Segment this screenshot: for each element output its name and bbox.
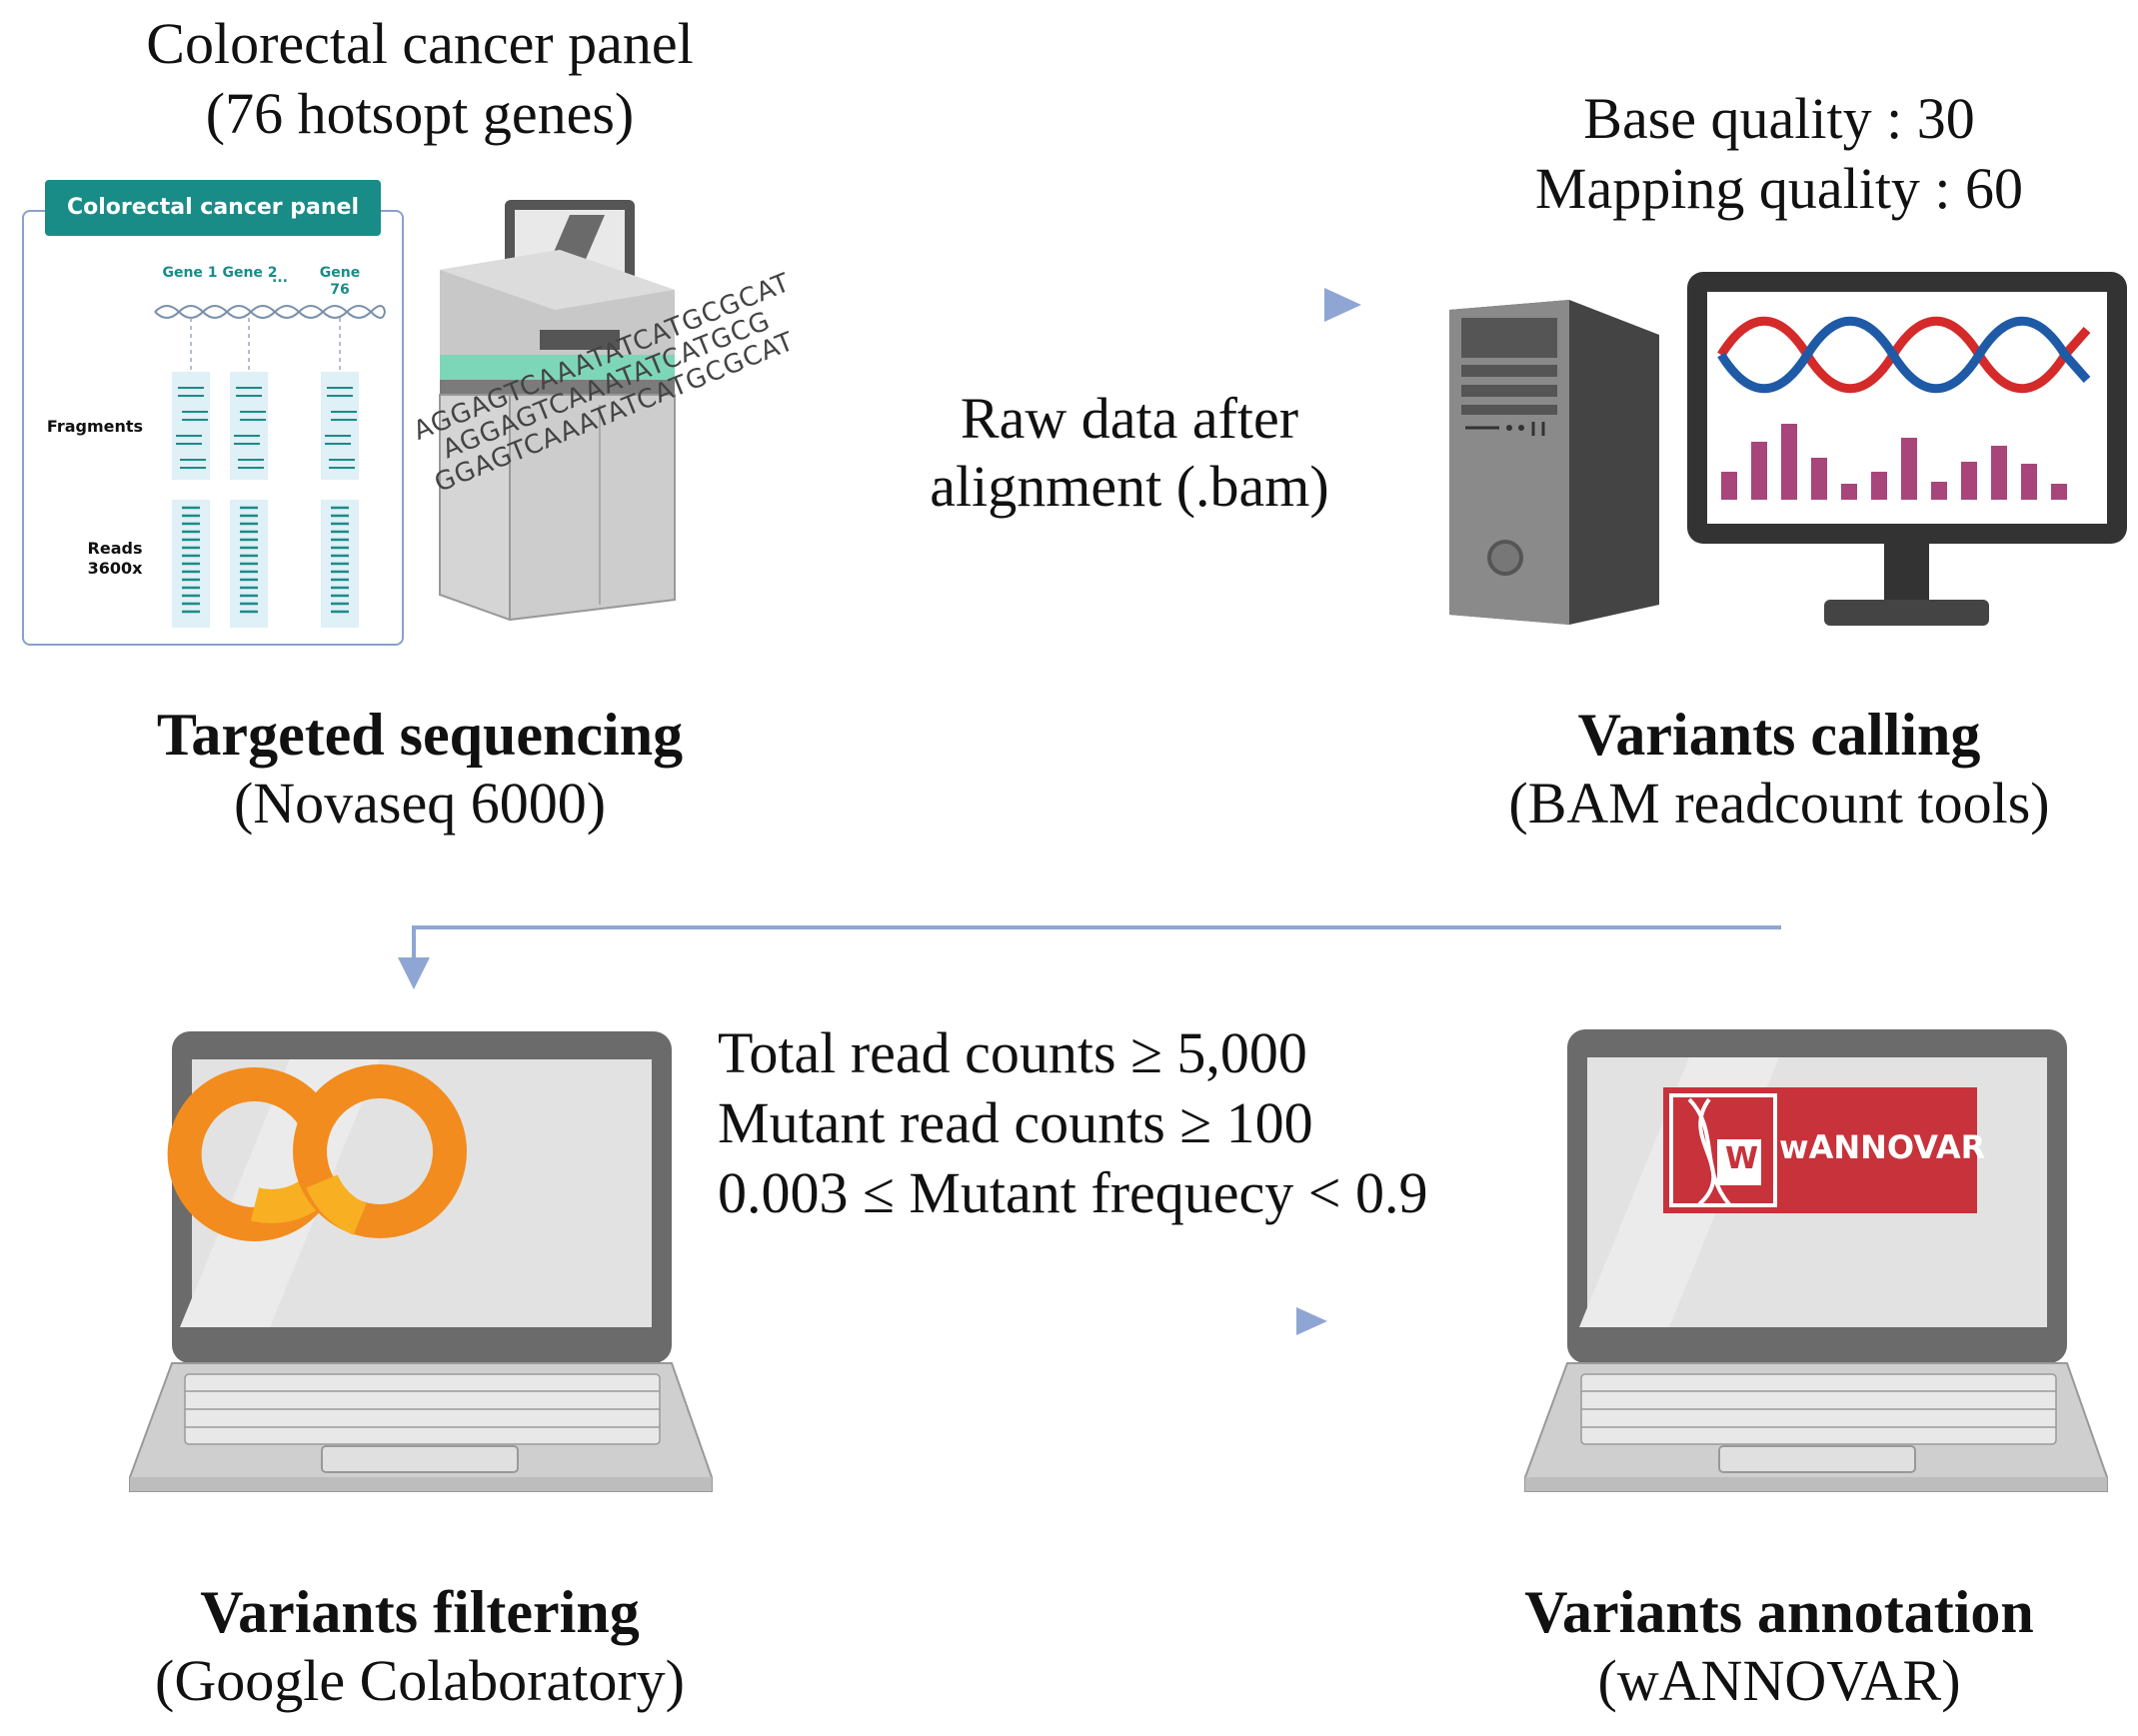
colab-logo-icon (167, 1064, 467, 1241)
step4-title: Variants annotation (1524, 1579, 2034, 1645)
monitor-bar (1751, 442, 1767, 500)
step3-subtitle: (Google Colaboratory) (155, 1648, 685, 1713)
filter-total-reads: Total read counts ≥ 5,000 (718, 1020, 1307, 1085)
monitor-bar (1811, 458, 1827, 500)
monitor-bar (1931, 482, 1947, 500)
monitor-bar (1781, 424, 1797, 500)
gene1-label: Gene 1 (162, 265, 218, 281)
dna-helix-icon (1717, 316, 2091, 394)
monitor-bar (1991, 446, 2007, 500)
base-quality: Base quality : 30 (1583, 86, 1975, 151)
wannovar-w-letter: W (1725, 1141, 1759, 1176)
reads-depth-label: 3600x (87, 559, 143, 578)
dna-sequence-text: AGGAGTCAAATATCATGCGCAT AGGAGTCAAATATCATG… (410, 263, 831, 499)
monitor-bar (2021, 464, 2037, 500)
gene76-label: Gene 76 (319, 265, 361, 298)
filter-mutant-frequency: 0.003 ≤ Mutant frequecy < 0.9 (718, 1160, 1428, 1225)
panel-subtitle: (76 hotsopt genes) (205, 81, 635, 146)
panel-card-header: Colorectal cancer panel (45, 180, 381, 236)
monitor-bar (2051, 484, 2067, 500)
arrow1-label-line2: alignment (.bam) (930, 454, 1329, 519)
panel-card-header-label: Colorectal cancer panel (66, 195, 360, 220)
gene2-label: Gene 2 (222, 265, 278, 281)
step2-title: Variants calling (1577, 702, 1981, 768)
fragments-label: Fragments (46, 417, 144, 436)
wannovar-logo-text: wANNOVAR (1779, 1128, 1986, 1166)
gene-ellipsis: ... (272, 270, 288, 286)
mapping-quality: Mapping quality : 60 (1534, 156, 2024, 221)
reads-label: Reads (87, 539, 143, 558)
panel-title: Colorectal cancer panel (146, 11, 694, 76)
monitor-bar (1841, 484, 1857, 500)
monitor-bar (1721, 472, 1737, 500)
monitor-bar (1961, 462, 1977, 500)
arrow1-label-line1: Raw data after (960, 386, 1299, 451)
monitor-icon (1687, 272, 2127, 626)
step1-title: Targeted sequencing (156, 702, 684, 768)
step4-subtitle: (wANNOVAR) (1597, 1648, 1961, 1713)
wannovar-dna-icon (1687, 1097, 1731, 1206)
monitor-bar (1901, 438, 1917, 500)
step2-subtitle: (BAM readcount tools) (1508, 771, 2050, 836)
monitor-bar (1871, 472, 1887, 500)
dna-line-2: AGGAGTCAAATATCATGCG (438, 306, 776, 466)
tower-icon (1449, 300, 1659, 625)
step1-subtitle: (Novaseq 6000) (233, 771, 607, 836)
filter-mutant-reads: Mutant read counts ≥ 100 (718, 1090, 1313, 1155)
step3-title: Variants filtering (200, 1579, 640, 1645)
